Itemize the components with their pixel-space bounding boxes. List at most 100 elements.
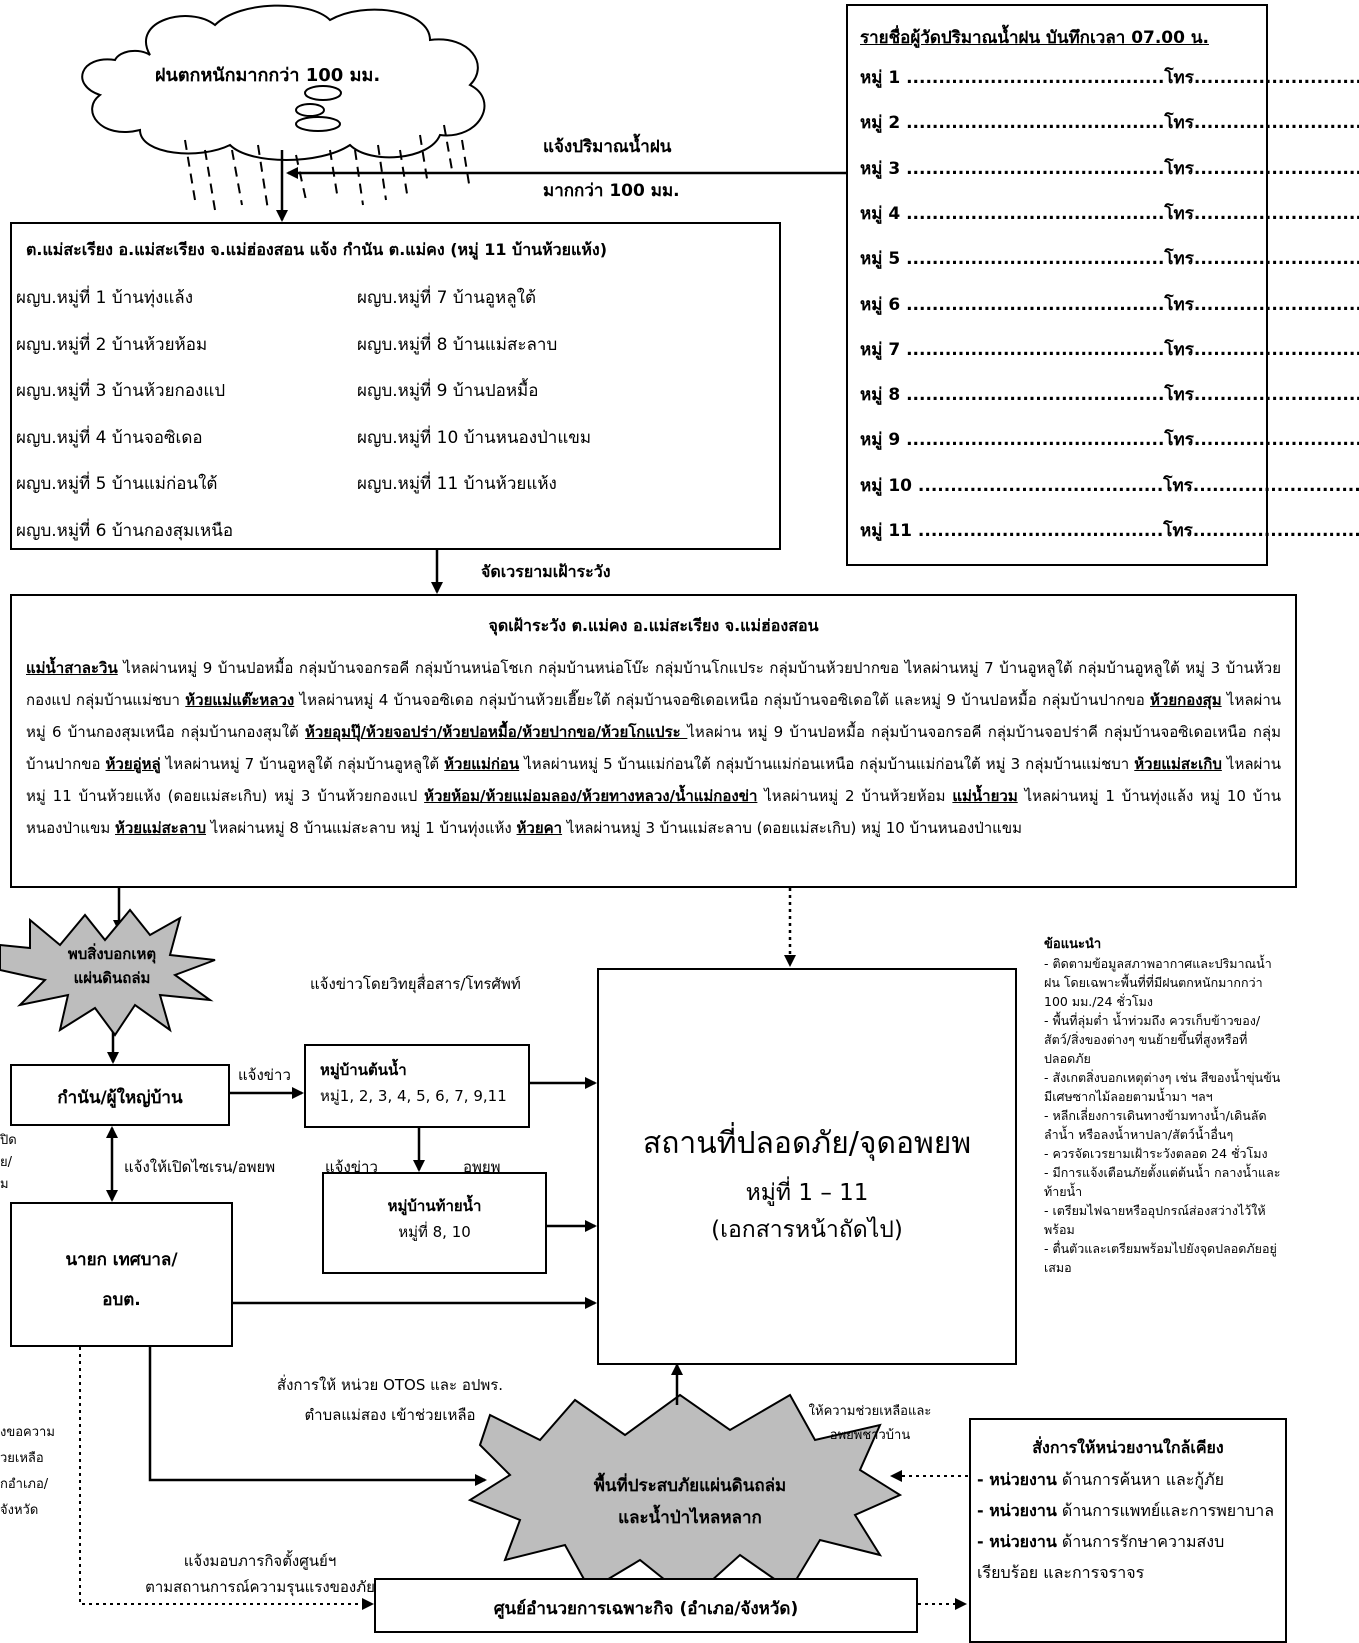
agency-label: - หน่วยงาน [977, 1501, 1057, 1520]
watch-points-box: จุดเฝ้าระวัง ต.แม่คง อ.แม่สะเรียง จ.แม่ฮ… [10, 594, 1297, 888]
downstream-villages-box: หมู่บ้านท้ายน้ำ หมู่ที่ 8, 10 [322, 1172, 547, 1274]
watch-box-title: จุดเฝ้าระวัง ต.แม่คง อ.แม่สะเรียง จ.แม่ฮ… [488, 616, 819, 635]
advice-panel: ข้อแนะนำ - ติดตามข้อมูลสภาพอากาศและปริมา… [1044, 933, 1284, 1277]
headman-item: ผญบ.หมู่ที่ 6 บ้านกองสุมเหนือ [16, 520, 234, 541]
waterway-route: ไหลผ่านหมู่ 7 บ้านอูหลูใต้ กลุ่มบ้านอูหล… [160, 755, 445, 773]
headman-item: ผญบ.หมู่ที่ 11 บ้านห้วยแห้ง [357, 474, 557, 494]
notify-label-2: แจ้งข่าว [325, 1158, 378, 1176]
rain-gauge-row: หมู่ 10 ................................… [860, 475, 1359, 496]
advice-item: - หลีกเลี่ยงการเดินทางข้ามทางน้ำ/เดินลัด… [1044, 1108, 1267, 1142]
kamnan-headman-box: กำนัน/ผู้ใหญ่บ้าน [10, 1064, 230, 1126]
cloud-puff [295, 116, 341, 132]
special-command-center-box: ศูนย์อำนวยการเฉพาะกิจ (อำเภอ/จังหวัด) [374, 1578, 918, 1633]
agency-duty: ด้านการค้นหา และกู้ภัย [1056, 1470, 1225, 1489]
cloud-shape [81, 4, 486, 161]
cloud-text: ฝนตกหนักมากกว่า 100 มม. [155, 65, 381, 86]
waterway-name: ห้วยกองสุม [1150, 691, 1222, 709]
waterway-name: ห้วยอู่หลู่ [105, 755, 161, 773]
rain-gauge-row: หมู่ 3 .................................… [860, 158, 1359, 179]
waterway-name: ห้วยห้อม/ห้วยแม่อมลอง/ห้วยทางหลวง/น้ำแม่… [424, 787, 758, 805]
advice-item: - มีการแจ้งเตือนภัยตั้งแต่ต้นน้ำ กลางน้ำ… [1044, 1165, 1281, 1199]
help-evacuate-label: ให้ความช่วยเหลือและ อพยพชาวบ้าน [808, 1404, 932, 1443]
waterway-route: ไหลผ่านหมู่ 3 บ้านแม่สะลาบ (ดอยแม่สะเกิบ… [562, 819, 1022, 837]
advice-item: - สังเกตสิ่งบอกเหตุต่างๆ เช่น สีของน้ำขุ… [1044, 1070, 1281, 1104]
agency-duty: ด้านการรักษาความสงบเรียบร้อย และการจราจร [977, 1532, 1225, 1582]
agencies-title: สั่งการให้หน่วยงานใกล้เคียง [1032, 1438, 1224, 1457]
left-cutoff-text-2: งขอความวยเหลือกอำเภอ/จังหวัด [0, 1425, 55, 1518]
advice-items: - ติดตามข้อมูลสภาพอากาศและปริมาณน้ำฝน โด… [1044, 954, 1284, 1277]
safe-area-evacuation-box: สถานที่ปลอดภัย/จุดอพยพ หมู่ที่ 1 – 11 (เ… [597, 968, 1017, 1365]
waterway-route: ไหลผ่านหมู่ 8 บ้านแม่สะลาบ หมู่ 1 บ้านทุ… [206, 819, 517, 837]
otos-command-label: สั่งการให้ หน่วย OTOS และ อปพร. ตำบลแม่ส… [276, 1376, 504, 1424]
sign-star-shape [0, 908, 216, 1037]
waterway-name: ห้วยแม่แต๊ะหลวง [185, 691, 295, 709]
cloud-puff [304, 85, 342, 101]
radio-notify-label: แจ้งข่าวโดยวิทยุสื่อสาร/โทรศัพท์ [310, 975, 521, 993]
headman-item: ผญบ.หมู่ที่ 1 บ้านทุ่งแล้ง [16, 288, 194, 308]
headman-item: ผญบ.หมู่ที่ 10 บ้านหนองป่าแขม [357, 427, 592, 448]
advice-item: - ตื่นตัวและเตรียมพร้อมไปยังจุดปลอดภัยอย… [1044, 1241, 1277, 1275]
notify-label-1: แจ้งข่าว [238, 1066, 291, 1084]
waterway-route: ไหลผ่าน หมู่ 9 บ้านปอหมื้อ กลุ่มบ้านจอกร… [26, 723, 1282, 773]
arrow-mayor-to-command [79, 1347, 374, 1610]
waterway-route: ไหลผ่านหมู่ 5 บ้านแม่ก่อนใต้ กลุ่มบ้านแม… [519, 755, 1135, 773]
agency-item: - หน่วยงาน ด้านการค้นหา และกู้ภัย [977, 1464, 1277, 1495]
nearby-agencies-box: สั่งการให้หน่วยงานใกล้เคียง - หน่วยงาน ด… [969, 1418, 1287, 1643]
advice-title: ข้อแนะนำ [1044, 937, 1102, 952]
waterway-name: ห้วยแม่สะเกิบ [1134, 755, 1222, 773]
advice-item: - เตรียมไฟฉายหรืออุปกรณ์ส่องสว่างไว้ให้พ… [1044, 1203, 1266, 1237]
disaster-area-text: พื้นที่ประสบภัยแผ่นดินถล่ม และน้ำป่าไหลห… [593, 1476, 787, 1528]
agencies-list: - หน่วยงาน ด้านการค้นหา และกู้ภัย- หน่วย… [977, 1464, 1277, 1588]
waterway-name: ห้วยแม่ก่อน [444, 755, 520, 773]
disaster-star-shape [467, 1393, 903, 1602]
rain-gauge-row: หมู่ 4 .................................… [860, 203, 1359, 224]
evacuate-label: อพยพ [463, 1158, 501, 1176]
mayor-municipality-box: นายก เทศบาล/ อบต. [10, 1202, 233, 1347]
headman-item: ผญบ.หมู่ที่ 7 บ้านอูหลูใต้ [357, 288, 537, 308]
waterway-route: ไหลผ่านหมู่ 1 บ้านทุ่งแล้ง หมู่ 10 บ้านห… [26, 787, 1282, 837]
watch-duty-label: จัดเวรยามเฝ้าระวัง [481, 562, 611, 581]
headman-item: ผญบ.หมู่ที่ 4 บ้านจอซิเดอ [16, 427, 203, 448]
rain-gauge-row: หมู่ 9 .................................… [860, 430, 1359, 451]
headman-item: ผญบ.หมู่ที่ 3 บ้านห้วยกองแป [16, 381, 226, 401]
waterway-name: ห้วยคา [516, 819, 563, 837]
rain-gauge-row: หมู่ 6 .................................… [860, 294, 1359, 315]
rain-gauge-row: หมู่ 1 .................................… [860, 68, 1359, 88]
safe-area-title: สถานที่ปลอดภัย/จุดอพยพ [642, 1126, 972, 1161]
agency-item: - หน่วยงาน ด้านการรักษาความสงบเรียบร้อย … [977, 1526, 1277, 1588]
rain-gauge-row: หมู่ 5 .................................… [860, 249, 1359, 270]
advice-item: - ควรจัดเวรยามเฝ้าระวังตลอด 24 ชั่วโมง [1044, 1146, 1268, 1161]
headman-item: ผญบ.หมู่ที่ 9 บ้านปอหมื้อ [357, 381, 539, 401]
rain-gauge-list-box: รายชื่อผู้วัดปริมาณน้ำฝน บันทึกเวลา 07.0… [846, 4, 1359, 566]
rain-gauge-row: หมู่ 2 .................................… [860, 113, 1359, 134]
rain-gauge-row: หมู่ 8 .................................… [860, 385, 1359, 406]
advice-item: - พื้นที่ลุ่มต่ำ น้ำท่วมถึง ควรเก็บข้าวข… [1044, 1013, 1261, 1066]
siren-evacuate-label: แจ้งให้เปิดไซเรน/อพยพ [124, 1158, 276, 1176]
waterway-name: ห้วยอุมปุ๊/ห้วยจอปร่า/ห้วยปอหมื้อ/ห้วยปา… [305, 723, 688, 741]
waterway-route: ไหลผ่านหมู่ 6 บ้านกองสุมเหนือ กลุ่มบ้านก… [26, 691, 1282, 741]
advice-item: - ติดตามข้อมูลสภาพอากาศและปริมาณน้ำฝน โด… [1044, 956, 1272, 1009]
rain-gauge-list-title: รายชื่อผู้วัดปริมาณน้ำฝน บันทึกเวลา 07.0… [860, 28, 1209, 48]
headman-item: ผญบ.หมู่ที่ 2 บ้านห้วยห้อม [16, 334, 208, 355]
rain-gauge-row: หมู่ 7 .................................… [860, 339, 1359, 360]
agency-item: - หน่วยงาน ด้านการแพทย์และการพยาบาล [977, 1495, 1277, 1526]
agency-label: - หน่วยงาน [977, 1470, 1057, 1489]
waterway-route: ไหลผ่านหมู่ 11 บ้านห้วยแห้ง (ดอยแม่สะเกิ… [26, 755, 1281, 805]
left-cutoff-text-1: ปิดย/ม [0, 1133, 17, 1192]
agency-label: - หน่วยงาน [977, 1532, 1057, 1551]
rain-gauge-row: หมู่ 11 ................................… [860, 521, 1359, 541]
waterway-name: ห้วยแม่สะลาบ [115, 819, 207, 837]
headman-item: ผญบ.หมู่ที่ 8 บ้านแม่สะลาบ [357, 334, 558, 355]
headman-item: ผญบ.หมู่ที่ 5 บ้านแม่ก่อนใต้ [16, 474, 218, 494]
waterway-name: แม่น้ำสาละวิน [26, 659, 118, 677]
arrow-mayor-to-disaster [148, 1347, 487, 1486]
rain-lines [184, 124, 471, 211]
notify-headmen-box: ต.แม่สะเรียง อ.แม่สะเรียง จ.แม่ฮ่องสอน แ… [10, 222, 781, 550]
safe-area-note: (เอกสารหน้าถัดไป) [711, 1217, 903, 1243]
waterway-route: ไหลผ่านหมู่ 2 บ้านห้วยห้อม [757, 787, 953, 805]
assign-mission-label: แจ้งมอบภารกิจตั้งศูนย์ฯ ตามสถานการณ์ความ… [145, 1552, 375, 1596]
upstream-villages-box: หมู่บ้านต้นน้ำ หมู่1, 2, 3, 4, 5, 6, 7, … [304, 1044, 530, 1128]
waterway-name: แม่น้ำยวม [952, 787, 1018, 805]
watch-points-paragraph: แม่น้ำสาละวิน ไหลผ่านหมู่ 9 บ้านปอหมื้อ … [26, 652, 1281, 844]
